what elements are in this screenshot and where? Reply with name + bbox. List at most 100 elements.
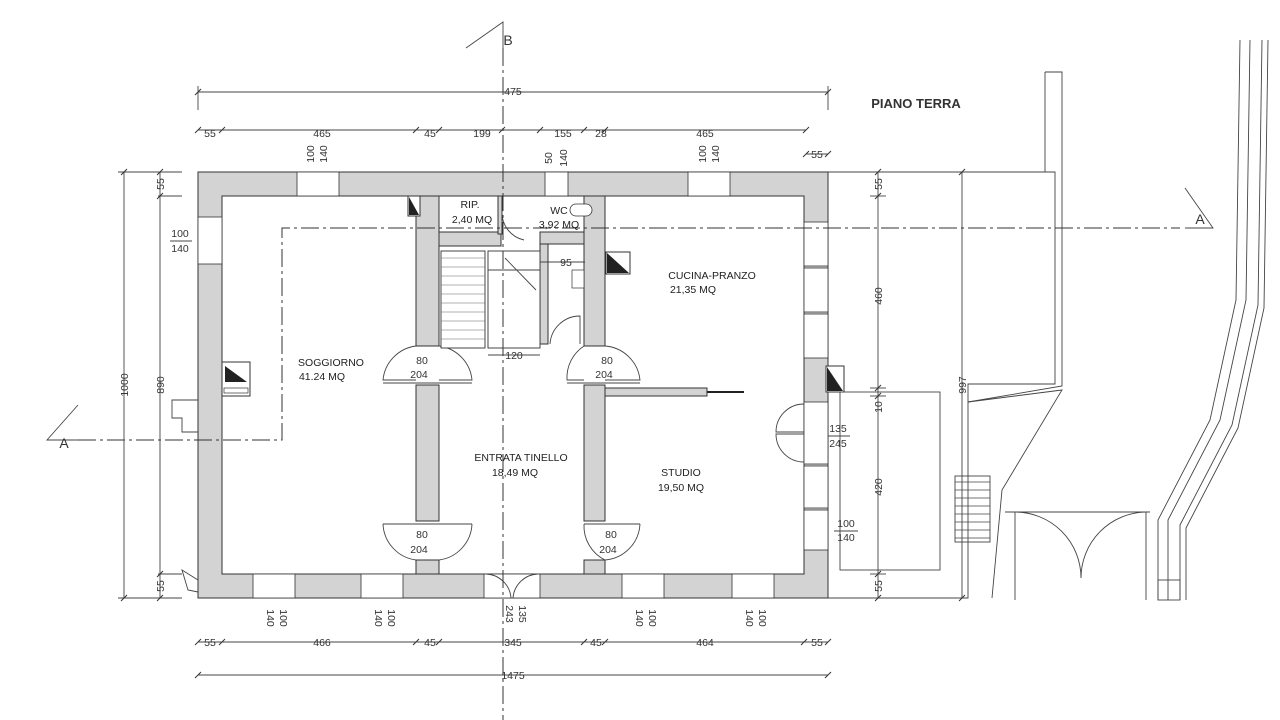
dim-tick [874, 594, 882, 602]
dim-tick [824, 638, 832, 646]
win-bot-4-b: 100 [756, 609, 768, 627]
door-studio-ext-swing-b [775, 433, 805, 463]
door-cuc-h: 204 [595, 369, 613, 381]
door-sogg-bot-w: 80 [416, 529, 428, 541]
win-bot-2-a: 140 [372, 609, 384, 627]
fireplace-hearth [223, 387, 249, 394]
win-bot-3-a: 140 [633, 609, 645, 627]
dim-bot-chain-3: 345 [504, 637, 522, 649]
dim-tick [194, 126, 202, 134]
dim-top-right-wall: 55 [811, 149, 823, 161]
dim-tick [802, 150, 810, 158]
door-sogg-bot-swing [382, 523, 417, 561]
exterior-pillar [1044, 71, 1063, 172]
win-bot-3-b: 100 [646, 609, 658, 627]
wall-right-upper [583, 195, 606, 347]
window-top-wc [544, 171, 569, 197]
dim-tick [194, 88, 202, 96]
exterior [828, 39, 1269, 601]
door-studio-h: 204 [599, 544, 617, 556]
dim-bot-chain-5: 464 [696, 637, 714, 649]
dim-bottom-overall: 1475 [501, 670, 525, 682]
window-bot-4 [731, 573, 775, 599]
room-labels: SOGGIORNO 41.24 MQ RIP. 2,40 MQ WC 3,92 … [298, 199, 756, 494]
window-right-1 [803, 221, 829, 267]
door-studio-swing [583, 523, 606, 561]
room-entrata-area: 18,49 MQ [492, 467, 538, 479]
stair-flight-left [440, 250, 486, 349]
flue-studio-fill [827, 367, 843, 391]
main-door-gap [483, 573, 541, 599]
wall-left-lower [415, 559, 440, 575]
door-cuc-w: 80 [601, 355, 613, 367]
door-sogg-top-h: 204 [410, 369, 428, 381]
dim-tick [874, 392, 882, 400]
room-cucina-area: 21,35 MQ [670, 284, 716, 296]
wall-rip-bottom [438, 231, 502, 247]
section-a-left-marker [46, 404, 79, 441]
win-bot-2-b: 100 [385, 609, 397, 627]
dim-tick [580, 638, 588, 646]
dim-top-chain-4: 155 [554, 128, 572, 140]
fixtures [171, 195, 845, 593]
terrace-outline [828, 171, 1056, 599]
wall-wc-stub [539, 243, 549, 345]
stair-arrow [504, 257, 537, 291]
dim-tick [958, 168, 966, 176]
room-soggiorno-name: SOGGIORNO [298, 357, 364, 369]
room-wc-name: WC [550, 205, 568, 217]
dim-tick [802, 126, 810, 134]
window-openings [197, 171, 829, 599]
dim-bot-chain-1: 466 [313, 637, 331, 649]
dim-tick [824, 88, 832, 96]
dim-top-chain-5: 28 [595, 128, 607, 140]
dim-tick [156, 594, 164, 602]
door-studio-w: 80 [605, 529, 617, 541]
dim-tick [580, 126, 588, 134]
door-cuc-swing [604, 345, 641, 381]
dim-tick [601, 126, 609, 134]
boundary-wall-2 [1167, 39, 1251, 600]
room-studio-area: 19,50 MQ [658, 482, 704, 494]
door-main-swing-b [512, 573, 539, 599]
gate-arc-right [1080, 511, 1147, 579]
gate-arc-left [1014, 511, 1082, 579]
dimension-ticks [120, 88, 966, 679]
dim-right-chain-1: 460 [873, 287, 885, 305]
flue-rip-fill [409, 197, 419, 215]
dim-tick [874, 570, 882, 578]
window-top-right [687, 171, 731, 197]
dim-tick [435, 638, 443, 646]
toilet-icon [569, 203, 593, 217]
door-sogg-top-swing [382, 345, 417, 381]
boundary-wall-1 [1157, 39, 1241, 600]
door-cuc-swing-l [566, 345, 585, 381]
door-studio-ext-swing-a [775, 403, 805, 433]
dim-tick [218, 126, 226, 134]
window-right-2 [803, 267, 829, 313]
dim-tick [120, 168, 128, 176]
section-line-a [78, 227, 1180, 441]
section-lines [46, 21, 1214, 720]
dim-top-chain-2: 45 [424, 128, 436, 140]
dim-tick [536, 126, 544, 134]
section-a-right-marker [1184, 187, 1214, 229]
dim-tick [156, 168, 164, 176]
stairs [440, 250, 541, 349]
dim-top-chain-6: 465 [696, 128, 714, 140]
exterior-step-block [954, 475, 991, 543]
wall-right-lower [583, 559, 606, 575]
dim-tick [824, 150, 832, 158]
dim-tick [412, 638, 420, 646]
door-stair-swing [549, 315, 581, 345]
door-studio-ext-h: 245 [829, 438, 847, 450]
win-bot-1-b: 100 [277, 609, 289, 627]
dim-right-chain-4: 55 [873, 580, 885, 592]
wall-wc-bottom [539, 231, 585, 245]
dim-bot-chain-0: 55 [204, 637, 216, 649]
terrace-inner [839, 391, 941, 571]
dim-tick [800, 638, 808, 646]
dim-tick [435, 126, 443, 134]
dim-tick [824, 671, 832, 679]
dim-top-overall: 475 [504, 86, 522, 98]
